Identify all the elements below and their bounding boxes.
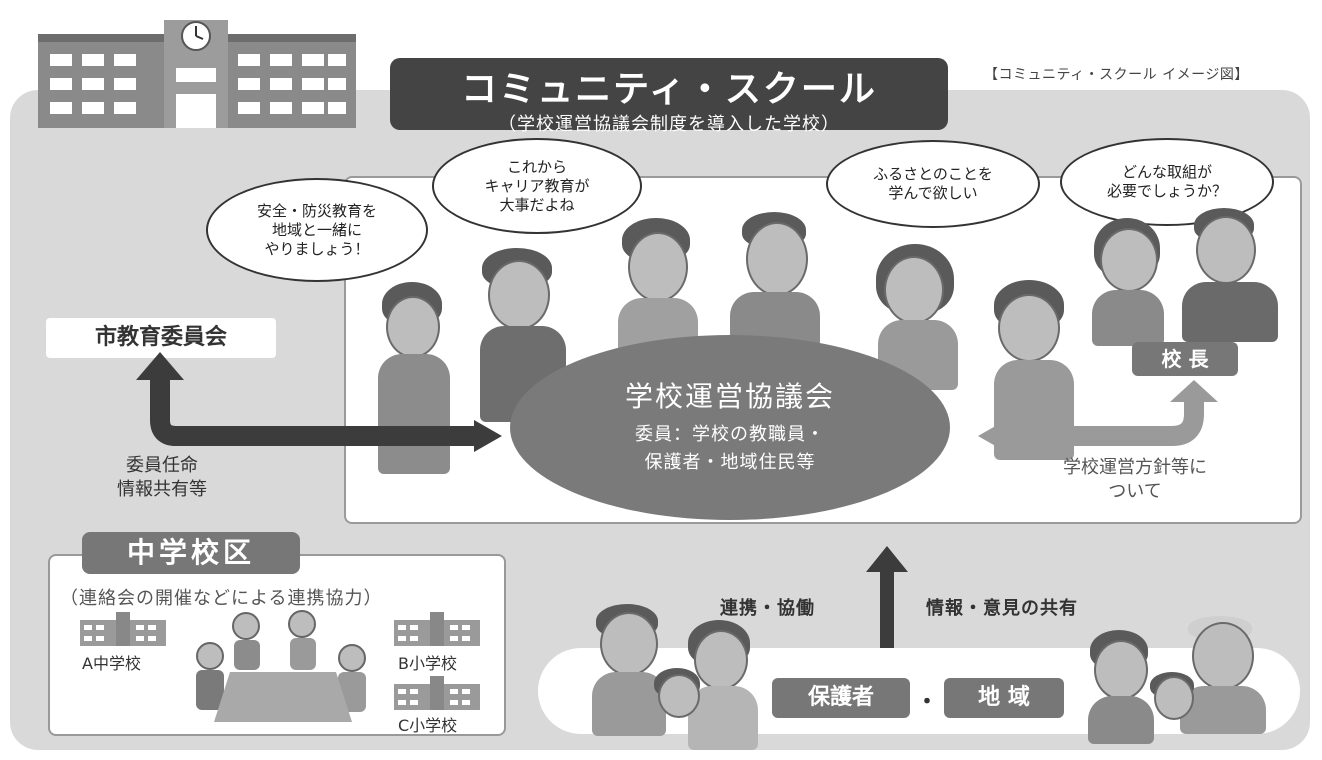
title-main: コミュニティ・スクール	[461, 69, 877, 110]
speech-bubble-hometown: ふるさとのことを 学んで欲しい	[826, 140, 1040, 228]
figure-caption: 【コミュニティ・スクール イメージ図】	[984, 67, 1249, 83]
guardians-label: 保護者	[772, 678, 910, 718]
principal-arrow-label-line1: 学校運営方針等に	[1063, 457, 1207, 478]
board-of-education: 市教育委員会	[46, 318, 276, 358]
collaboration-label-right: 情報・意見の共有	[926, 598, 1078, 619]
region-label: 地 域	[944, 678, 1064, 718]
council-title: 学校運営協議会	[624, 380, 835, 413]
speech-bubble-initiatives: どんな取組が 必要でしょうか？	[1060, 138, 1274, 226]
school-building-icon	[394, 612, 480, 646]
council-members-line2: 保護者・地域住民等	[644, 452, 816, 473]
school-building-icon	[80, 612, 166, 646]
community-separator: ・	[916, 690, 939, 715]
title-sub: （学校運営協議会制度を導入した学校）	[498, 114, 840, 135]
school-building-icon	[38, 20, 356, 128]
board-arrow-label-line1: 委員任命	[126, 455, 198, 476]
school-label-b: B小学校	[398, 654, 457, 673]
collaboration-label-left: 連携・協働	[720, 598, 815, 619]
speech-bubble-career: これから キャリア教育が 大事だよね	[432, 138, 642, 234]
school-label-c: C小学校	[398, 716, 458, 735]
school-building-icon	[394, 676, 480, 710]
speech-bubble-safety: 安全・防災教育を 地域と一緒に やりましょう！	[206, 178, 428, 282]
council-ellipse: 学校運営協議会 委員：学校の教職員・ 保護者・地域住民等	[510, 335, 950, 520]
principal-arrow-label-line2: ついて	[1108, 481, 1162, 502]
principal-label: 校 長	[1132, 342, 1238, 376]
meeting-icon	[196, 610, 366, 722]
board-arrow-label-line2: 情報共有等	[117, 479, 207, 500]
principal-arrow-label: 学校運営方針等に ついて	[1030, 456, 1240, 504]
title-box: コミュニティ・スクール （学校運営協議会制度を導入した学校）	[390, 58, 948, 135]
district-subtitle: （連絡会の開催などによる連携協力）	[60, 588, 383, 609]
district-tab: 中学校区	[82, 532, 300, 574]
board-arrow-label: 委員任命 情報共有等	[72, 454, 252, 502]
school-label-a: A中学校	[82, 654, 141, 673]
council-members-line1: 委員：学校の教職員・	[635, 424, 825, 445]
